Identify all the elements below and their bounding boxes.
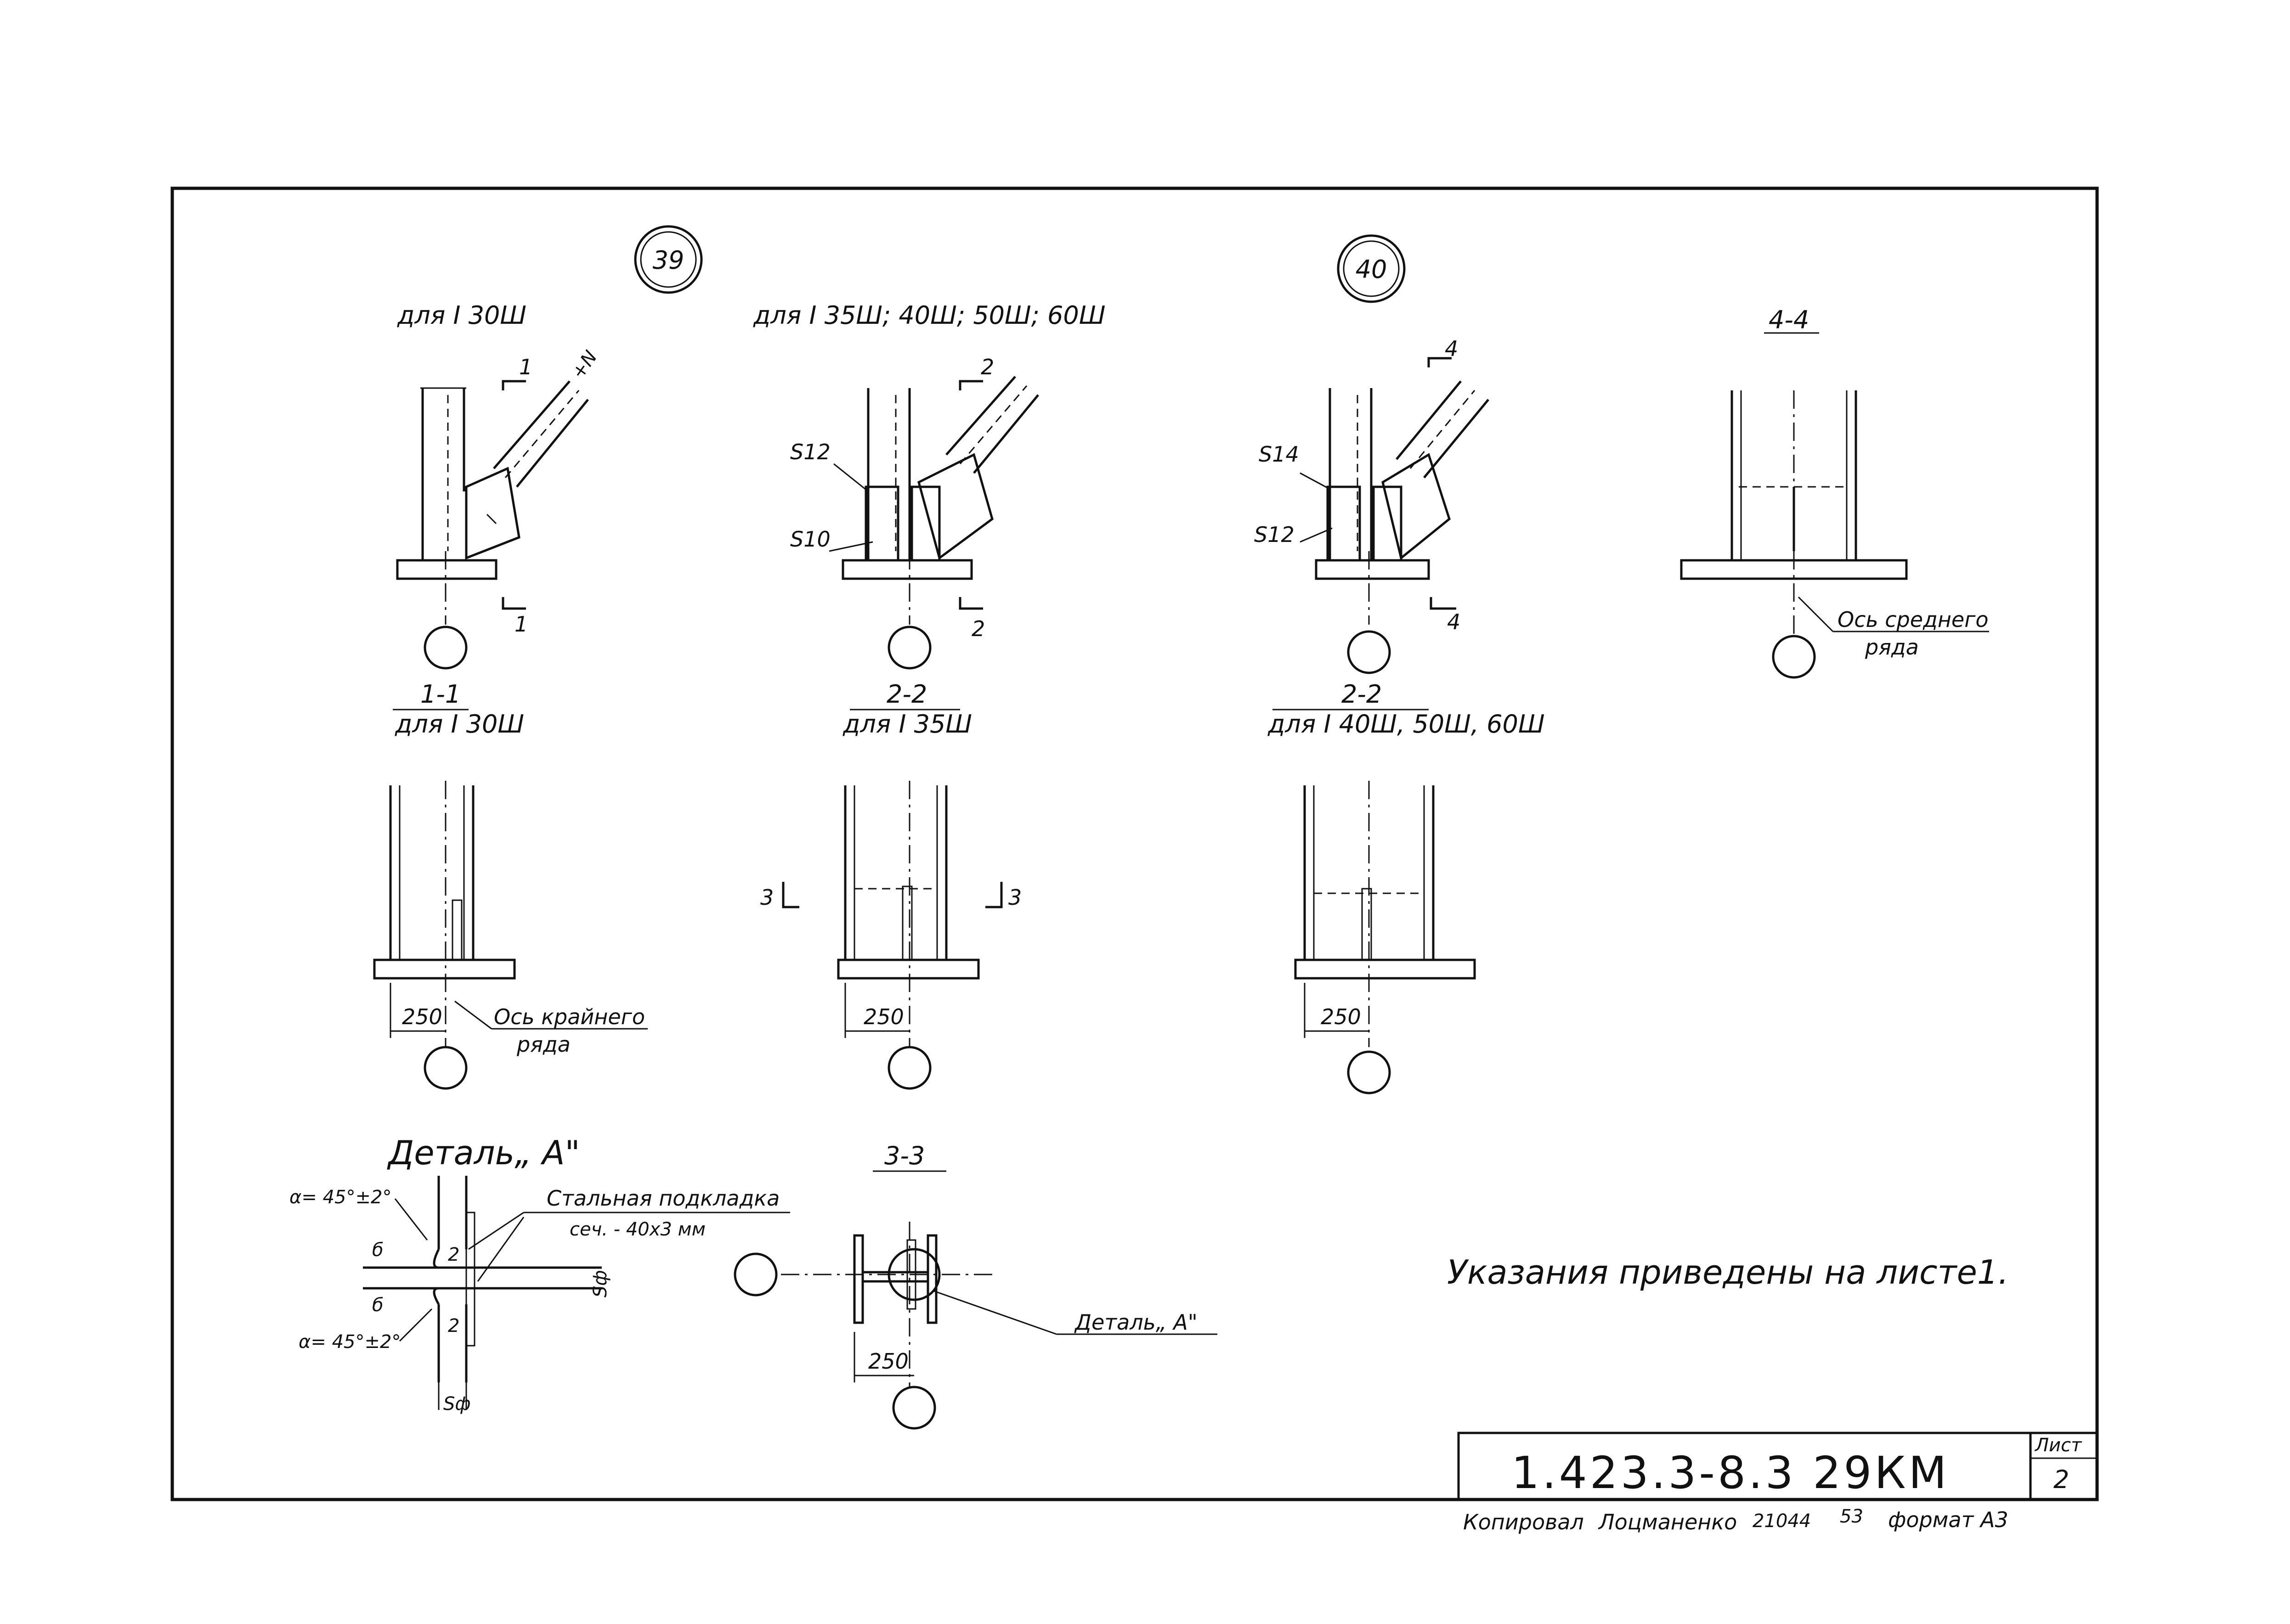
label-s14: S14 xyxy=(1259,442,1299,467)
dim-250-c: 250 xyxy=(1321,1004,1361,1029)
section-2-2b-title: 2-2 xyxy=(1341,680,1382,709)
section-4-4-title: 4-4 xyxy=(1769,305,1809,334)
two-top: 2 xyxy=(448,1244,459,1265)
section-1-1-sub: для I 30Ш xyxy=(395,710,524,739)
mid-axis-label-2: ряда xyxy=(1865,635,1919,660)
mid-axis-label-1: Ось среднего xyxy=(1838,607,1989,632)
footer-num: 53 xyxy=(1840,1506,1863,1527)
section-1-1-title: 1-1 xyxy=(420,680,461,709)
detail-a-ref: Деталь„ А" xyxy=(1074,1310,1198,1335)
elevation-node-39b: S12 S10 2 2 xyxy=(790,355,1039,670)
header-i35-60: для I 35Ш; 40Ш; 50Ш; 60Ш xyxy=(753,301,1106,330)
section-4-4: Ось среднего ряда xyxy=(1680,390,1989,679)
angle-top: α= 45°±2° xyxy=(289,1187,391,1208)
stamp-sheet-number: 2 xyxy=(2053,1465,2069,1494)
elevation-node-39a: 1 1 +N xyxy=(396,347,601,670)
backing-label-2: сеч. - 40x3 мм xyxy=(570,1219,706,1240)
node-39-label: 39 xyxy=(653,246,684,275)
elevation-node-40: S14 S12 4 4 xyxy=(1254,336,1489,674)
node-40-marker: 40 xyxy=(1337,234,1406,303)
node-39-marker: 39 xyxy=(634,225,703,294)
angle-bottom: α= 45°±2° xyxy=(299,1331,401,1353)
label-s12-a: S12 xyxy=(790,440,831,464)
dim-250-b: 250 xyxy=(864,1004,904,1029)
node-40-label: 40 xyxy=(1356,255,1387,284)
header-i30: для I 30Ш xyxy=(397,301,526,330)
footer-name: Лоцманенко xyxy=(1598,1510,1737,1534)
dim-250-d: 250 xyxy=(868,1349,909,1374)
section-2-2a: 250 3 3 xyxy=(760,781,1022,1090)
stamp-sheet-label: Лист xyxy=(2034,1435,2082,1456)
section-2-2a-sub: для I 35Ш xyxy=(842,710,972,739)
dim-250-a: 250 xyxy=(402,1004,442,1029)
section-3-3-title: 3-3 xyxy=(884,1141,925,1170)
detail-a-title: Деталь„ А" xyxy=(387,1133,580,1172)
footer-order: 21044 xyxy=(1753,1511,1811,1532)
cut-4-bottom: 4 xyxy=(1447,609,1460,634)
s-bottom: Sф xyxy=(443,1393,471,1415)
label-s10: S10 xyxy=(790,527,831,552)
cut-1-bottom: 1 xyxy=(515,612,528,637)
detail-a: Стальная подкладка сеч. - 40x3 мм α= 45°… xyxy=(289,1176,790,1415)
footer-copied: Копировал xyxy=(1463,1510,1584,1534)
footer: Копировал Лоцманенко 21044 53 формат А3 xyxy=(1463,1506,2008,1534)
footer-format: формат А3 xyxy=(1888,1507,2008,1532)
edge-axis-label-2: ряда xyxy=(516,1032,571,1057)
cut-2-top: 2 xyxy=(981,355,994,379)
label-s12-b: S12 xyxy=(1254,522,1295,547)
section-1-1: 250 Ось крайнего ряда xyxy=(373,781,648,1090)
drawing-frame xyxy=(170,186,2099,1501)
b-bottom: б xyxy=(372,1295,384,1316)
stamp-code: 1.423.3-8.3 29КМ xyxy=(1511,1447,1949,1499)
cut-3-right: 3 xyxy=(1008,885,1022,910)
general-note: Указания приведены на листе1. xyxy=(1447,1253,2009,1291)
edge-axis-label-1: Ось крайнего xyxy=(494,1004,645,1029)
section-2-2a-title: 2-2 xyxy=(887,680,927,709)
b-top: б xyxy=(372,1240,384,1261)
backing-label-1: Стальная подкладка xyxy=(547,1186,780,1211)
section-2-2b: 250 xyxy=(1294,781,1476,1094)
title-stamp: 1.423.3-8.3 29КМ Лист 2 xyxy=(1457,1432,2098,1501)
section-2-2b-sub: для I 40Ш, 50Ш, 60Ш xyxy=(1267,710,1545,739)
force-n-39: +N xyxy=(567,347,601,383)
section-3-3: Деталь„ А" 250 xyxy=(734,1222,1217,1430)
s-right: Sф xyxy=(590,1270,611,1297)
cut-1-top: 1 xyxy=(519,355,532,379)
cut-3-left: 3 xyxy=(760,885,774,910)
cut-2-bottom: 2 xyxy=(972,616,985,641)
cut-4-top: 4 xyxy=(1445,336,1458,361)
two-bottom: 2 xyxy=(448,1315,459,1336)
